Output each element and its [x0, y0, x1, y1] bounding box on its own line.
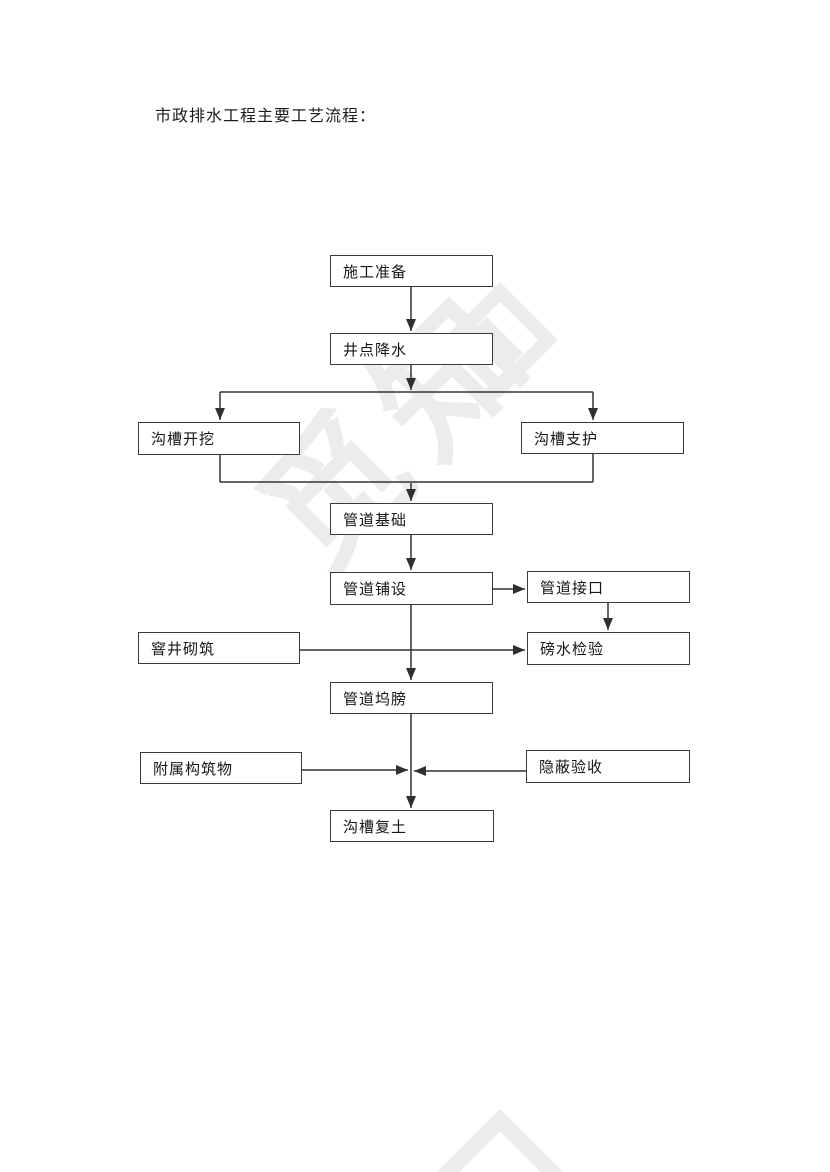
node-pipe-haunching: 管道坞膀: [330, 682, 493, 714]
node-label: 管道接口: [540, 579, 605, 597]
node-auxiliary-structures: 附属构筑物: [140, 752, 302, 784]
node-label: 附属构筑物: [153, 760, 234, 778]
node-label: 井点降水: [343, 341, 408, 359]
node-label: 窨井砌筑: [151, 640, 216, 658]
node-trench-support: 沟槽支护: [521, 422, 684, 454]
node-label: 沟槽开挖: [151, 431, 216, 448]
node-label: 沟槽复土: [343, 818, 408, 836]
node-manhole-masonry: 窨井砌筑: [138, 632, 300, 664]
node-water-test: 磅水检验: [527, 632, 690, 665]
node-label: 管道坞膀: [343, 690, 408, 708]
page-title: 市政排水工程主要工艺流程：: [155, 108, 377, 125]
node-label: 磅水检验: [540, 641, 605, 658]
node-label: 施工准备: [343, 263, 408, 281]
node-label: 管道铺设: [343, 581, 408, 598]
node-pipe-laying: 管道铺设: [330, 572, 493, 605]
node-construction-prep: 施工准备: [330, 255, 493, 287]
node-wellpoint-dewatering: 井点降水: [330, 333, 493, 365]
node-pipe-joint: 管道接口: [527, 571, 690, 603]
node-label: 管道基础: [343, 511, 408, 529]
node-trench-backfill: 沟槽复土: [330, 810, 494, 842]
node-trench-excavation: 沟槽开挖: [138, 422, 300, 455]
node-label: 沟槽支护: [534, 430, 599, 448]
node-label: 隐蔽验收: [539, 759, 604, 776]
node-concealed-acceptance: 隐蔽验收: [526, 750, 690, 783]
node-pipe-foundation: 管道基础: [330, 503, 493, 535]
